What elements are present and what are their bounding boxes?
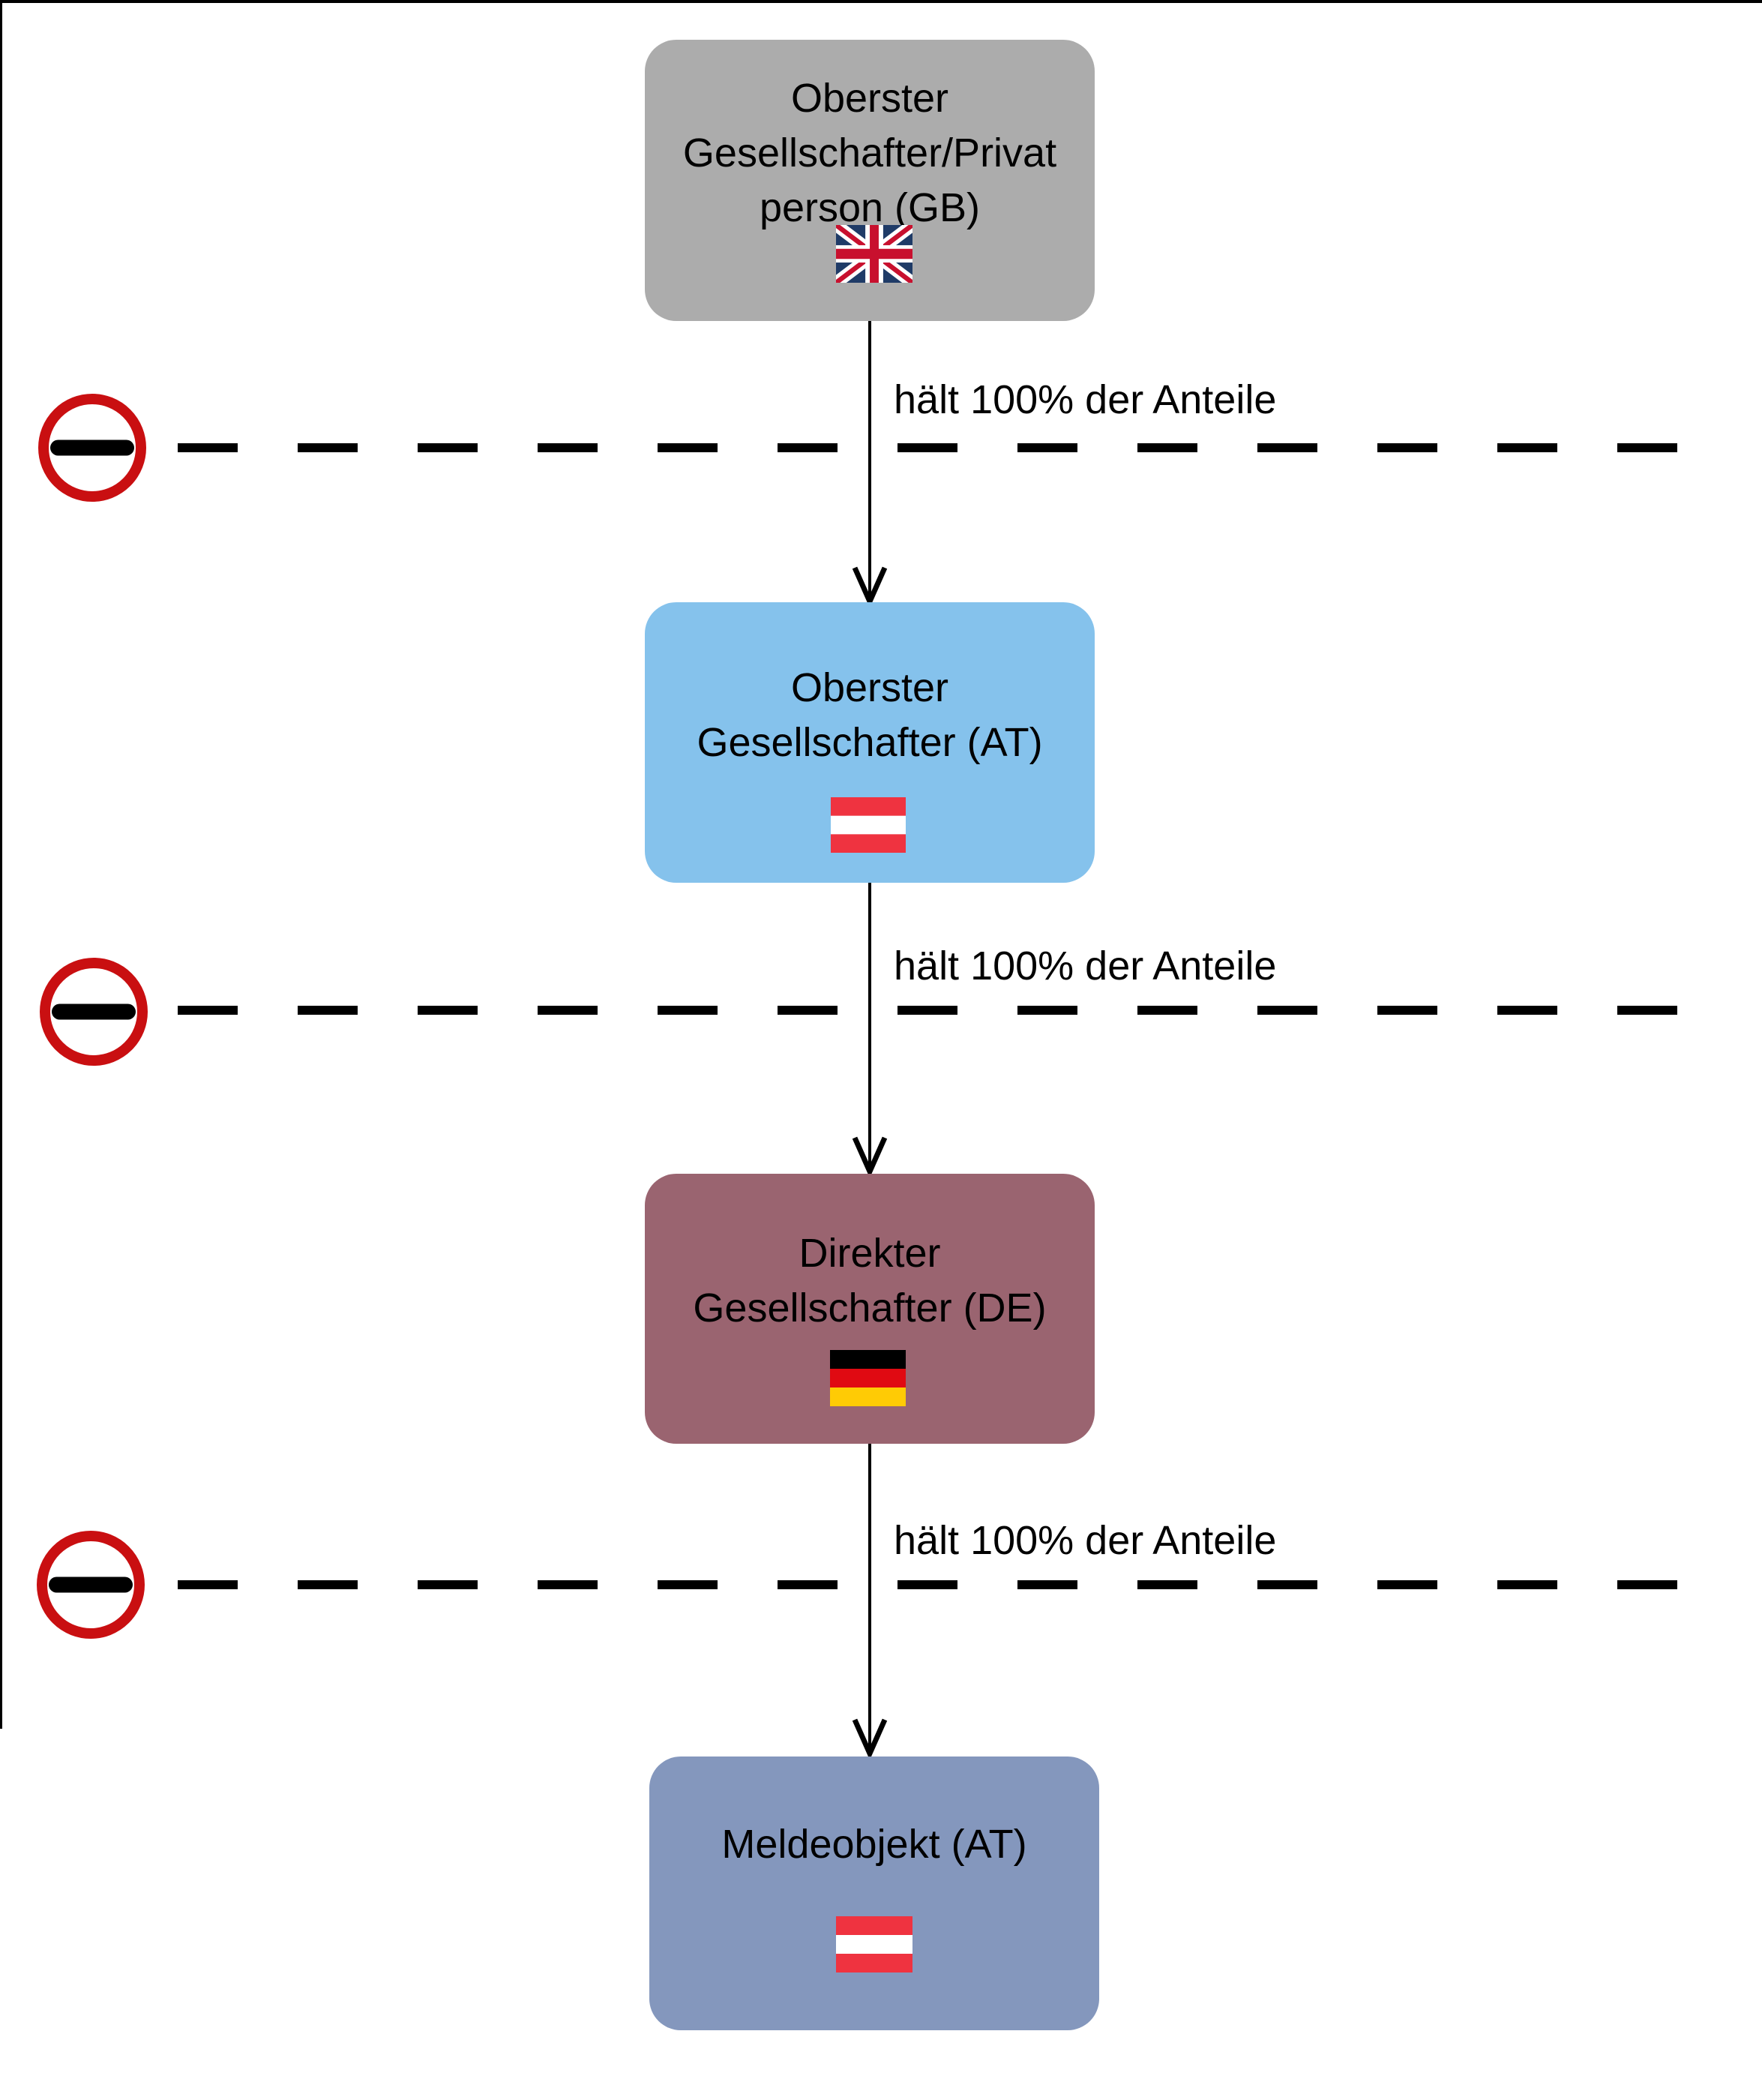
node-label-line: Meldeobjekt (AT)	[721, 1822, 1027, 1867]
node-label-line: Gesellschafter (AT)	[697, 720, 1043, 765]
no-entry-icon	[40, 958, 148, 1066]
node-label-line: Direkter	[799, 1231, 941, 1276]
top-frame-border	[0, 0, 1762, 3]
edge-label: hält 100% der Anteile	[894, 377, 1277, 422]
edge-label: hält 100% der Anteile	[894, 944, 1277, 988]
ownership-arrow	[852, 321, 888, 608]
edge-label: hält 100% der Anteile	[894, 1518, 1277, 1563]
node-label-line: Gesellschafter/Privat	[682, 130, 1057, 176]
austria-flag-icon	[831, 797, 906, 853]
node-direct-shareholder-de: Direkter Gesellschafter (DE)	[645, 1174, 1095, 1444]
left-frame-border	[0, 0, 2, 1729]
node-label-line: person (GB)	[759, 185, 981, 230]
restriction-dashed-line	[178, 1006, 1700, 1015]
no-entry-icon	[38, 394, 146, 502]
uk-flag-icon	[836, 225, 912, 283]
no-entry-icon	[37, 1531, 145, 1639]
node-label-line: Gesellschafter (DE)	[693, 1286, 1047, 1330]
node-label-line: Oberster	[790, 665, 949, 710]
germany-flag-icon	[830, 1350, 906, 1406]
node-reporting-object-at: Meldeobjekt (AT)	[649, 1756, 1099, 2030]
restriction-dashed-line	[178, 1580, 1700, 1589]
austria-flag-icon	[836, 1916, 912, 1972]
ownership-arrow	[852, 883, 888, 1178]
ownership-arrow	[852, 1444, 888, 1760]
restriction-dashed-line	[178, 443, 1700, 452]
node-label-line: Oberster	[790, 76, 949, 121]
